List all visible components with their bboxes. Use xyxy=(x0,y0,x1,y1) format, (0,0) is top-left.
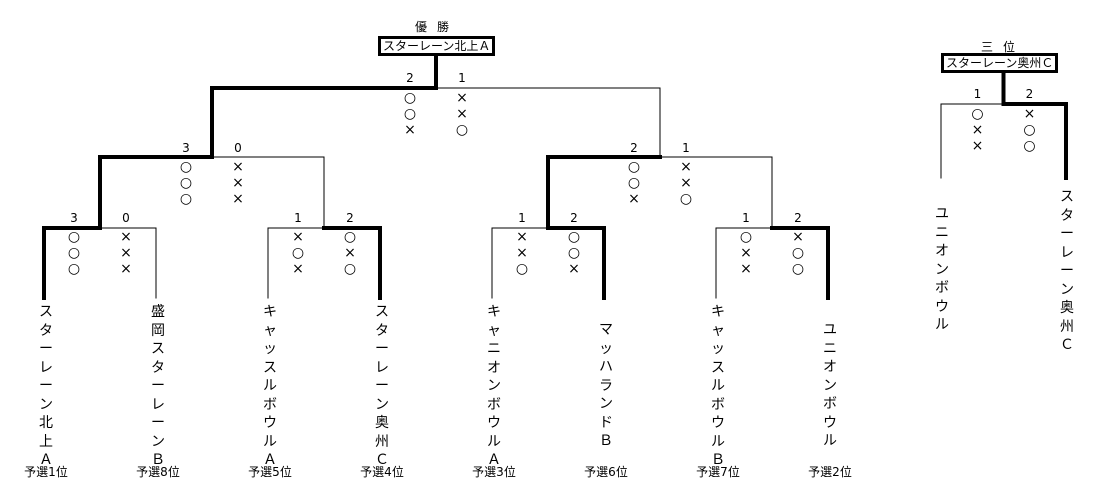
game-result-mark: ○ xyxy=(568,245,580,261)
seed-label: 予選8位 xyxy=(136,465,180,479)
game-result-mark: × xyxy=(232,191,244,207)
team-name: スターレーン北上Ａ xyxy=(39,304,53,468)
game-result-mark: × xyxy=(232,175,244,191)
match-score: 1 xyxy=(294,211,302,225)
team-name: キャニオンボウルＡ xyxy=(487,304,501,468)
game-result-mark: ○ xyxy=(68,229,80,245)
game-result-mark: × xyxy=(516,245,528,261)
game-result-mark: × xyxy=(292,261,304,277)
game-result-mark: ○ xyxy=(180,159,192,175)
game-result-mark: × xyxy=(792,229,804,245)
game-result-mark: × xyxy=(972,122,984,138)
game-result-mark: ○ xyxy=(68,261,80,277)
seed-label: 予選7位 xyxy=(696,465,740,479)
game-result-mark: × xyxy=(1024,106,1036,122)
game-result-mark: ○ xyxy=(344,261,356,277)
game-result-mark: ○ xyxy=(344,229,356,245)
game-result-mark: × xyxy=(740,245,752,261)
game-result-mark: × xyxy=(404,122,416,138)
match-score: 1 xyxy=(518,211,526,225)
seed-label: 予選5位 xyxy=(248,465,292,479)
game-result-mark: ○ xyxy=(740,229,752,245)
game-result-mark: × xyxy=(680,159,692,175)
match-score: 1 xyxy=(742,211,750,225)
match-score: 1 xyxy=(458,71,466,85)
game-result-mark: ○ xyxy=(456,122,468,138)
third-place-title: 三位 xyxy=(980,40,1026,54)
match-score: 0 xyxy=(234,141,242,155)
game-result-mark: × xyxy=(740,261,752,277)
team-name: マッハランドＢ xyxy=(599,322,613,449)
game-result-mark: × xyxy=(972,138,984,154)
game-result-mark: ○ xyxy=(628,175,640,191)
match-score: 2 xyxy=(1026,87,1034,101)
match-score: 2 xyxy=(570,211,578,225)
game-result-mark: ○ xyxy=(516,261,528,277)
match-score: 3 xyxy=(182,141,190,155)
game-result-mark: × xyxy=(120,245,132,261)
match-score: 2 xyxy=(630,141,638,155)
game-result-mark: ○ xyxy=(680,191,692,207)
champion-title: 優勝 xyxy=(414,20,460,34)
match-score: 3 xyxy=(70,211,78,225)
seed-label: 予選6位 xyxy=(584,465,628,479)
game-result-mark: ○ xyxy=(792,245,804,261)
team-name: 盛岡スターレーンＢ xyxy=(151,304,165,468)
game-result-mark: ○ xyxy=(292,245,304,261)
game-result-mark: × xyxy=(680,175,692,191)
game-result-mark: × xyxy=(628,191,640,207)
third-place-team-name: ユニオンボウル xyxy=(935,206,949,333)
game-result-mark: ○ xyxy=(792,261,804,277)
game-result-mark: × xyxy=(456,106,468,122)
team-name: キャッスルボウルＢ xyxy=(711,304,725,468)
game-result-mark: × xyxy=(120,229,132,245)
seed-label: 予選4位 xyxy=(360,465,404,479)
seed-label: 予選3位 xyxy=(472,465,516,479)
game-result-mark: ○ xyxy=(628,159,640,175)
seed-label: 予選2位 xyxy=(808,465,852,479)
third-place-team-name: スターレーン奥州Ｃ xyxy=(1060,189,1074,353)
match-score: 1 xyxy=(974,87,982,101)
match-score: 2 xyxy=(406,71,414,85)
team-name: キャッスルボウルＡ xyxy=(263,304,277,468)
match-score: 2 xyxy=(794,211,802,225)
game-result-mark: ○ xyxy=(1023,138,1035,154)
game-result-mark: × xyxy=(344,245,356,261)
game-result-mark: ○ xyxy=(180,191,192,207)
match-score: 0 xyxy=(122,211,130,225)
game-result-mark: × xyxy=(232,159,244,175)
game-result-mark: ○ xyxy=(404,106,416,122)
game-result-mark: × xyxy=(516,229,528,245)
game-result-mark: ○ xyxy=(971,106,983,122)
match-score: 1 xyxy=(682,141,690,155)
game-result-mark: ○ xyxy=(404,90,416,106)
third-place-winner-box: スターレーン奥州Ｃ xyxy=(941,53,1059,73)
match-score: 2 xyxy=(346,211,354,225)
team-name: スターレーン奥州Ｃ xyxy=(375,304,389,468)
game-result-mark: ○ xyxy=(1023,122,1035,138)
seed-label: 予選1位 xyxy=(24,465,68,479)
champion-winner-box: スターレーン北上Ａ xyxy=(378,36,496,56)
game-result-mark: ○ xyxy=(68,245,80,261)
game-result-mark: × xyxy=(120,261,132,277)
team-name: ユニオンボウル xyxy=(823,322,837,449)
game-result-mark: × xyxy=(456,90,468,106)
game-result-mark: ○ xyxy=(568,229,580,245)
game-result-mark: × xyxy=(568,261,580,277)
game-result-mark: ○ xyxy=(180,175,192,191)
game-result-mark: × xyxy=(292,229,304,245)
